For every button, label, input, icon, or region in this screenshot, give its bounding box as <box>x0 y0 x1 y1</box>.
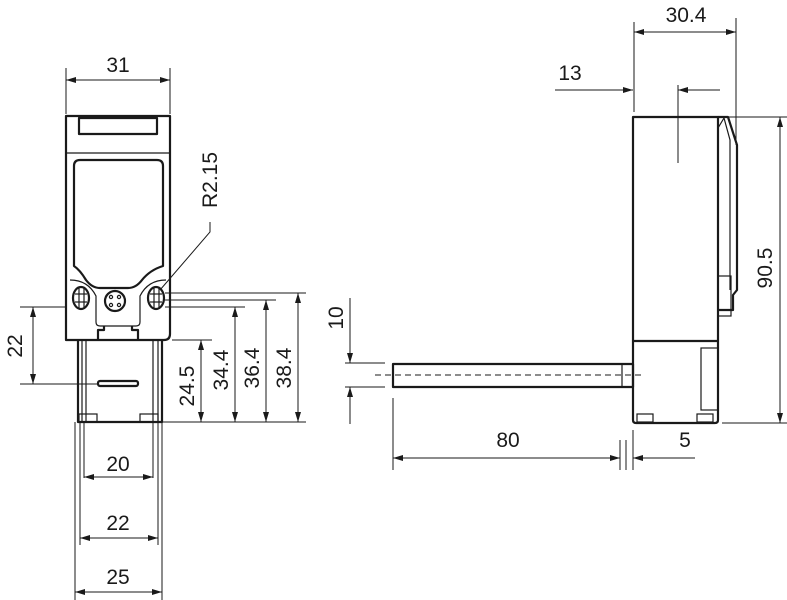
dim-height-4: 38.4 <box>273 347 296 388</box>
mounting-hole-right <box>146 285 166 311</box>
side-housing <box>631 115 720 425</box>
dim-left-height: 22 <box>4 334 27 357</box>
connector <box>103 289 127 313</box>
rear-clip <box>718 115 739 312</box>
top-cap <box>77 116 159 136</box>
dim-bottom-width-1: 20 <box>106 453 129 476</box>
dim-bottom-width-3: 25 <box>106 566 129 589</box>
housing-outline <box>64 114 172 342</box>
mounting-hole-left <box>71 285 91 311</box>
side-view <box>375 115 739 425</box>
front-dimensions: 31 22 24.5 34.4 36.4 38.4 R2.15 20 22 25 <box>4 54 306 600</box>
dim-shaft-offset: 5 <box>679 429 691 452</box>
dim-radius: R2.15 <box>199 152 222 208</box>
shaft <box>391 362 635 389</box>
side-dimensions: 30.4 13 90.5 10 80 5 <box>325 4 787 470</box>
front-view <box>64 114 172 424</box>
dim-bottom-width-2: 22 <box>106 512 129 535</box>
dim-height-1: 24.5 <box>176 366 199 407</box>
indicator-window <box>72 158 165 290</box>
dim-height: 90.5 <box>754 248 777 289</box>
actuator <box>76 340 164 424</box>
dim-shaft-diameter: 10 <box>325 306 348 329</box>
dim-offset: 13 <box>558 62 581 85</box>
dim-height-2: 34.4 <box>210 349 233 390</box>
dim-shaft-length: 80 <box>496 429 519 452</box>
dim-height-3: 36.4 <box>241 347 264 388</box>
actuator-slot <box>96 379 140 388</box>
dim-depth: 30.4 <box>666 4 707 27</box>
dim-width-top: 31 <box>106 54 129 77</box>
